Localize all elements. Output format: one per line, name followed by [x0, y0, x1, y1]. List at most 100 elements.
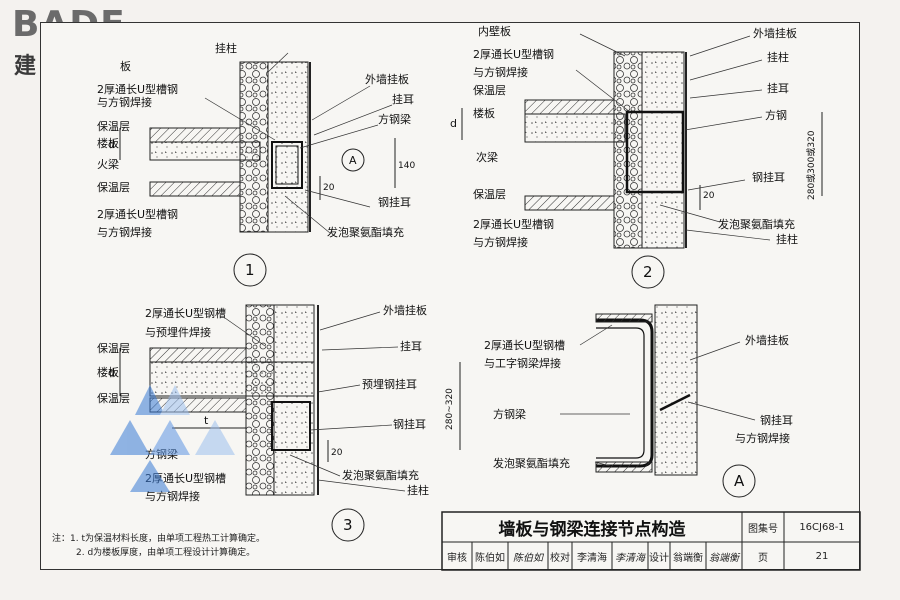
- note-1: 注：1. t为保温材料长度，由单项工程热工计算确定。: [52, 534, 265, 544]
- da-number: A: [734, 472, 745, 490]
- d1-label-insulation-top: 保温层: [97, 119, 130, 133]
- d3-leader: [319, 311, 381, 331]
- title-block: 墙板与钢梁连接节点构造 图集号 16CJ68-1 审核 陈伯如 陈伯如 校对 李…: [442, 512, 860, 570]
- d2-leader: [659, 204, 721, 223]
- design-signature: 翁端衡: [709, 552, 739, 564]
- atlas-label: 图集号: [748, 523, 778, 535]
- design-name: 翁端衡: [673, 552, 703, 564]
- d2-dim-280: 280或300或320: [805, 130, 817, 200]
- d1-leader: [304, 189, 371, 208]
- d1-square-beam: [271, 141, 303, 189]
- d1-label-u-channel-top-1: 2厚通长U型槽钢: [97, 82, 178, 96]
- da-u-channel: [595, 313, 653, 323]
- d2-insulation-top: [524, 99, 615, 115]
- d1-label-u-channel-bot-2: 与方钢焊接: [97, 225, 152, 239]
- da-leader: [579, 324, 613, 346]
- d1-dim-d: d: [108, 138, 115, 151]
- da-steel-ear-shape: [659, 393, 691, 412]
- d2-label-floor-slab: 楼板: [473, 106, 495, 120]
- d3-square-beam: [271, 401, 311, 451]
- d2-label-u-channel-bot-1: 2厚通长U型槽钢: [473, 217, 554, 231]
- d2-floor-slab: [524, 113, 626, 143]
- d1-label-floor-slab: 楼板: [97, 136, 119, 150]
- d2-label-fire-beam: 次梁: [476, 150, 498, 164]
- d3-label-u-channel-bot-2: 与方钢焊接: [145, 489, 200, 503]
- d2-label-inner-panel: 内壁板: [478, 24, 511, 38]
- d2-leader: [689, 59, 763, 81]
- d2-square-steel: [625, 110, 685, 194]
- d1-label-foam-fill: 发泡聚氨酯填充: [327, 225, 404, 239]
- d1-leader: [267, 52, 289, 73]
- da-square-beam-inner: [596, 327, 645, 459]
- d1-label-square-beam: 方钢梁: [378, 112, 411, 126]
- d1-floor-slab: [149, 141, 261, 161]
- d2-number-circle: [631, 255, 665, 289]
- d2-leader: [685, 229, 771, 241]
- d1-insulation-bottom: [149, 181, 241, 197]
- review-name: 陈伯如: [475, 552, 505, 564]
- da-number-circle: [722, 464, 756, 498]
- da-label-steel-ear-1: 钢挂耳: [760, 413, 793, 427]
- d3-label-embedded-ear: 预埋钢挂耳: [362, 377, 417, 391]
- d1-concrete-wall: [267, 61, 309, 233]
- d1-label-hanging-ear: 挂耳: [392, 92, 414, 106]
- d1-leader: [299, 124, 379, 149]
- design-label: 设计: [649, 552, 669, 564]
- d2-label-hanging-ear: 挂耳: [767, 81, 789, 95]
- page-label: 页: [758, 552, 768, 564]
- d3-dim-20: 20: [331, 448, 343, 458]
- review-signature: 陈伯如: [513, 552, 543, 564]
- da-leader: [687, 401, 756, 421]
- d3-label-u-channel-top-2: 与预埋件焊接: [145, 325, 211, 339]
- d2-label-hanging-column-bot: 挂柱: [776, 232, 798, 246]
- d3-concrete-wall: [273, 304, 315, 496]
- d2-label-insulation-bottom: 保温层: [473, 187, 506, 201]
- d3-number-circle: [331, 508, 365, 542]
- d3-leader: [317, 384, 361, 393]
- note-2: 2. d为楼板厚度，由单项工程设计计算确定。: [76, 548, 256, 558]
- d3-stone-column: [245, 304, 275, 496]
- d1-number: 1: [245, 261, 255, 279]
- drawing-notes: 注：1. t为保温材料长度，由单项工程热工计算确定。 2. d为楼板厚度，由单项…: [52, 532, 265, 560]
- da-label-steel-ear-2: 与方钢焊接: [735, 431, 790, 445]
- d2-number: 2: [643, 263, 653, 281]
- d3-dim-280: 280~320: [445, 388, 455, 430]
- review-label: 审核: [447, 552, 467, 564]
- detail-2: 内壁板 2厚通长U型槽钢 与方钢焊接 保温层 楼板 次梁 保温层 2厚通长U型槽…: [450, 24, 823, 289]
- title-block-grid: [441, 511, 861, 571]
- check-label: 校对: [550, 552, 570, 564]
- d1-label-u-channel-top-2: 与方钢焊接: [97, 95, 152, 109]
- detail-a: 2厚通长U型钢槽 与工字钢梁焊接 方钢梁 发泡聚氨酯填充 外墙挂板 钢挂耳 与方…: [484, 304, 793, 498]
- d1-leader: [204, 97, 276, 141]
- atlas-number: 16CJ68-1: [799, 521, 845, 533]
- d2-label-u-channel-bot-2: 与方钢焊接: [473, 235, 528, 249]
- d2-label-hanging-column-top: 挂柱: [767, 50, 789, 64]
- d2-label-steel-ear: 钢挂耳: [752, 170, 785, 184]
- d2-label-insulation-top: 保温层: [473, 83, 506, 97]
- d2-label-u-channel-top-1: 2厚通长U型槽钢: [473, 47, 554, 61]
- da-label-foam-fill: 发泡聚氨酯填充: [493, 456, 570, 470]
- da-leader: [689, 341, 741, 361]
- watermark-triangles: [110, 385, 235, 492]
- d1-leader: [284, 195, 331, 234]
- da-foam-strip: [595, 461, 653, 473]
- da-leader: [594, 461, 611, 467]
- da-label-ext-panel: 外墙挂板: [745, 333, 789, 347]
- d3-label-ext-panel: 外墙挂板: [383, 303, 427, 317]
- d3-leader: [309, 424, 393, 431]
- d3-label-insulation-bottom: 保温层: [97, 391, 130, 405]
- d1-label-insulation-bottom: 保温层: [97, 180, 130, 194]
- d3-label-floor-slab: 楼板: [97, 365, 119, 379]
- da-label-u-channel-2: 与工字钢梁焊接: [484, 356, 561, 370]
- d1-callout-letter: A: [349, 154, 357, 167]
- d2-label-ext-panel: 外墙挂板: [753, 26, 797, 40]
- d2-leader: [689, 35, 751, 57]
- detail-3: 2厚通长U型钢槽 与预埋件焊接 保温层 楼板 保温层 方钢梁 2厚通长U型钢槽 …: [97, 303, 461, 542]
- d2-label-square-steel: 方钢: [765, 108, 787, 122]
- d2-leader: [689, 89, 763, 99]
- d1-label-hanging-column: 挂柱: [215, 41, 237, 55]
- d3-label-u-channel-top-1: 2厚通长U型钢槽: [145, 306, 226, 320]
- d1-number-circle: [233, 253, 267, 287]
- d3-leader: [224, 317, 266, 347]
